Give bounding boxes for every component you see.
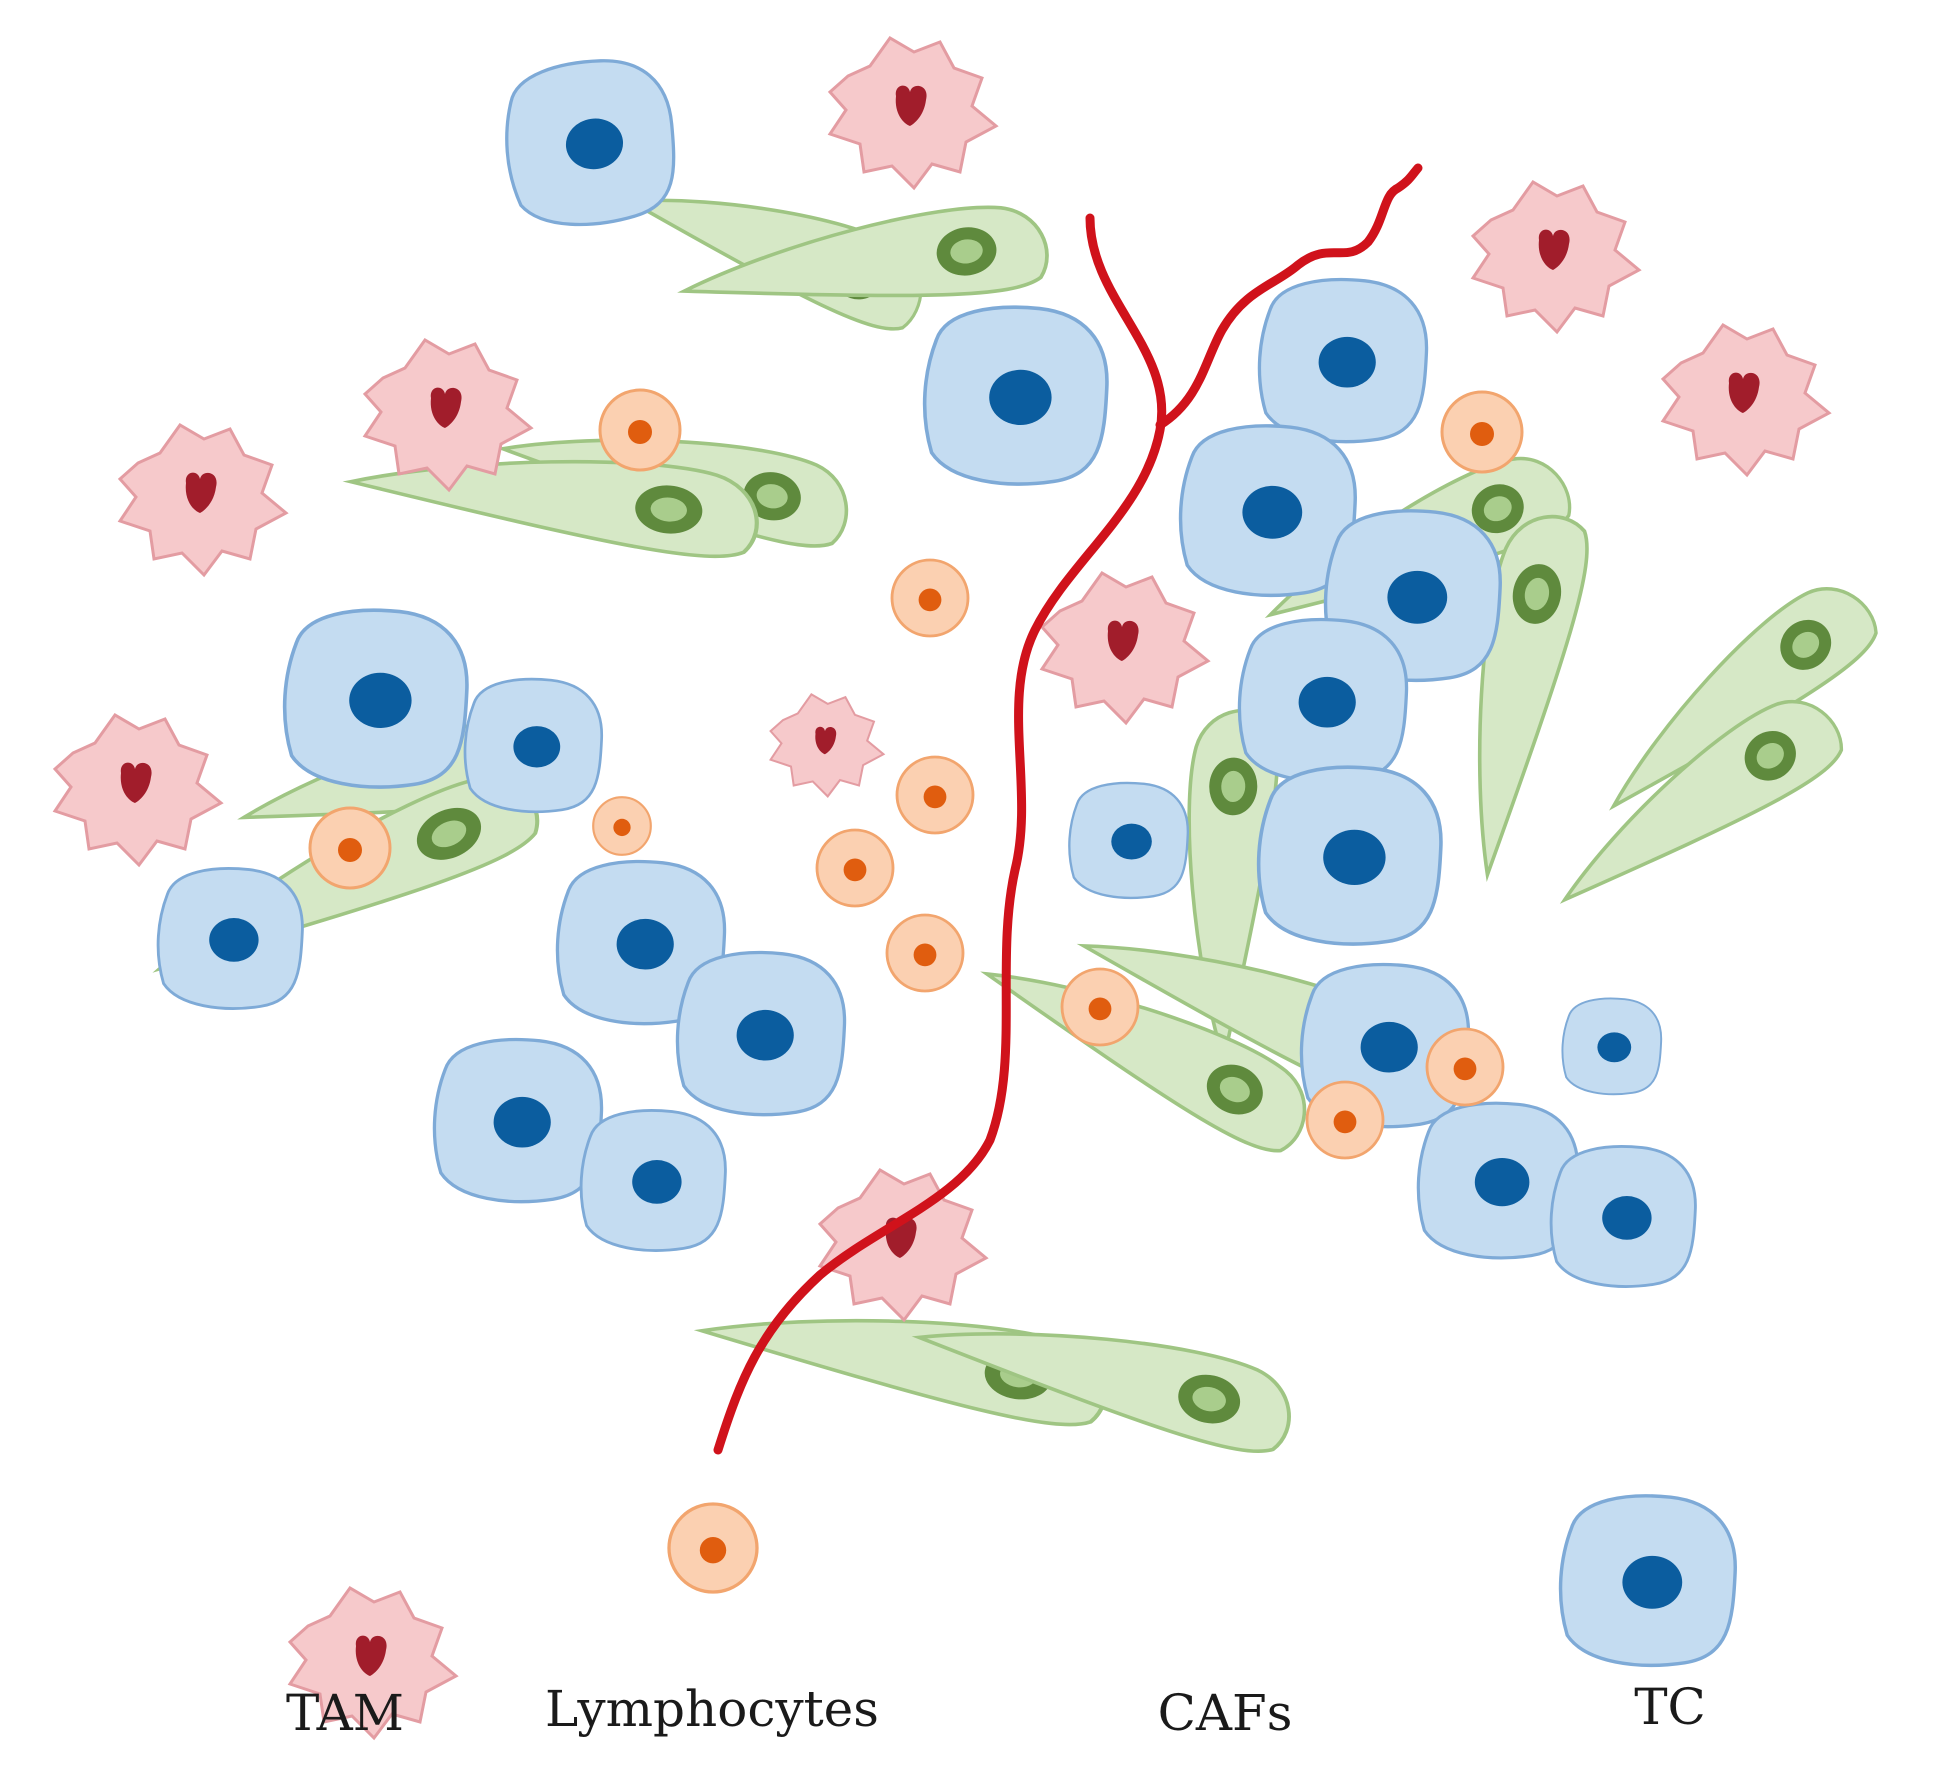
legend-label-tc: TC [1634, 1678, 1706, 1736]
tam-cell-9 [818, 1168, 988, 1322]
tumor-cell-13 [282, 608, 469, 789]
tumor-cell-2 [922, 305, 1109, 486]
lymphocyte-11 [1425, 1027, 1505, 1107]
tumor-cell-20 [1558, 1494, 1737, 1668]
tam-cell-7 [53, 713, 223, 867]
lymphocyte-8 [885, 913, 965, 993]
lymphocyte-7 [815, 828, 895, 908]
tumor-cell-12 [1549, 1145, 1697, 1288]
lymphocyte-4 [308, 806, 392, 890]
legend-label-lymphocytes: Lymphocytes [545, 1680, 879, 1738]
tam-cell-1 [828, 36, 998, 190]
tumor-cell-14 [463, 677, 604, 814]
tam-cell-3 [1661, 323, 1831, 477]
tumor-cell-15 [156, 867, 304, 1010]
cells-layer [53, 36, 1889, 1740]
lymphocyte-1 [598, 388, 682, 472]
lymphocyte-10 [1305, 1080, 1385, 1160]
tumor-cell-17 [675, 950, 847, 1117]
tumor-cell-1 [494, 49, 686, 237]
tam-cell-6 [1040, 571, 1210, 725]
legend-label-tam: TAM [286, 1684, 404, 1742]
tumor-cell-3 [1257, 277, 1429, 444]
lymphocyte-3 [890, 558, 970, 638]
lymphocyte-2 [1440, 390, 1524, 474]
tumor-cell-10 [1561, 997, 1663, 1096]
tam-cell-5 [118, 423, 288, 577]
tam-cell-2 [1471, 180, 1641, 334]
lymphocyte-12 [667, 1502, 759, 1594]
lymphocyte-9 [1060, 967, 1140, 1047]
legend-label-cafs: CAFs [1158, 1684, 1293, 1742]
tumor-cell-19 [579, 1109, 727, 1252]
lymphocyte-6 [895, 755, 975, 835]
lymphocyte-5 [592, 796, 652, 856]
tumor-cell-18 [432, 1037, 604, 1204]
tumor-cell-7 [1068, 781, 1189, 900]
blood-vessel [713, 163, 1423, 1455]
tam-cell-8 [769, 693, 885, 798]
tumor-cell-8 [1256, 765, 1443, 946]
tumor-cell-6 [1237, 617, 1409, 784]
